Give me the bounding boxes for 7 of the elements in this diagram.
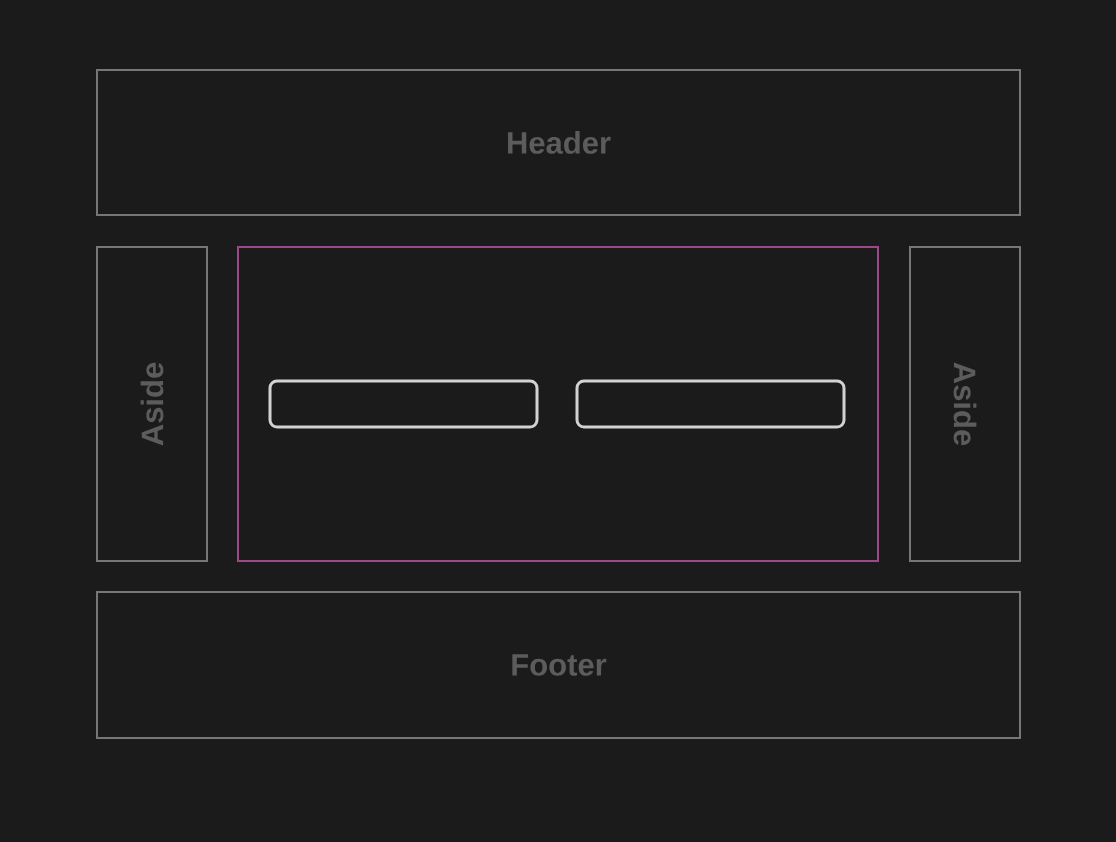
aside-box: Aside [909,246,1021,562]
aside-box: Aside [96,246,208,562]
header-box: Header [96,69,1021,216]
content-box [268,379,539,429]
footer-box: Footer [96,591,1021,739]
main-content-box [237,246,879,562]
content-box [575,379,846,429]
